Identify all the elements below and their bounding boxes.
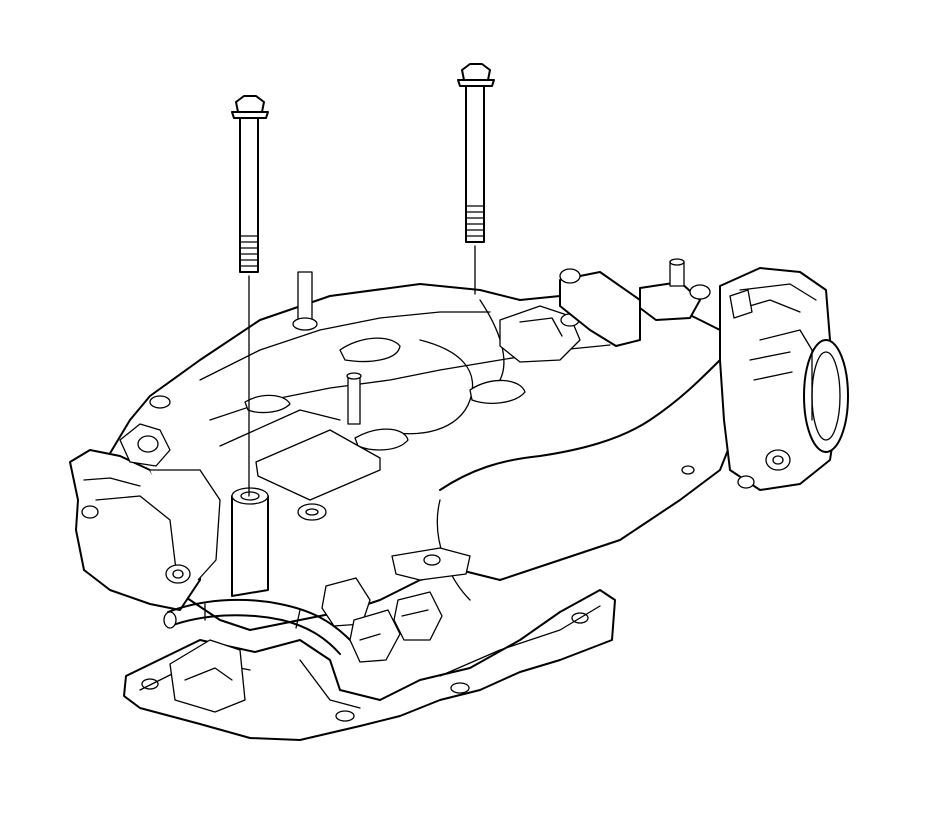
bolt-right	[457, 63, 495, 295]
top-sensor-cluster	[499, 258, 711, 363]
bolt-left	[231, 95, 269, 497]
coolant-hose	[163, 598, 351, 655]
throttle-body	[719, 267, 849, 491]
lower-manifest-flange	[123, 589, 616, 741]
wiring-harness-connectors	[321, 547, 471, 663]
left-sensor-housing	[69, 423, 221, 611]
